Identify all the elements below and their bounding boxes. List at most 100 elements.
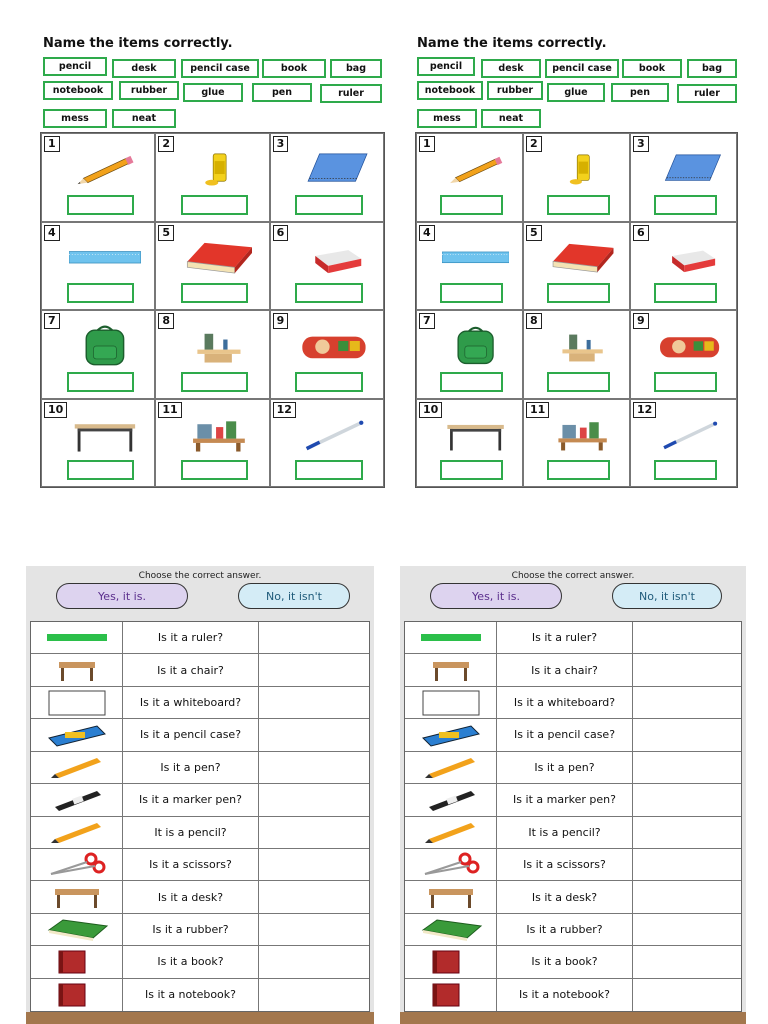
pencil-icon (405, 751, 497, 784)
answer-box[interactable] (66, 194, 135, 215)
answer-box[interactable] (181, 460, 249, 480)
no-answer-pill[interactable]: No, it isn't (612, 583, 722, 609)
question-cell: Is it a marker pen? (123, 784, 259, 816)
answer-box[interactable] (66, 460, 135, 480)
item-number: 2 (526, 136, 542, 152)
quiz-worksheet-left: Choose the correct answer. Yes, it is. N… (26, 566, 374, 1024)
table-row: Is it a pen? (31, 751, 369, 785)
question-text: Is it a notebook? (144, 988, 236, 1002)
answer-box[interactable] (654, 283, 718, 303)
word-box: ruler (320, 84, 382, 103)
answer-cell[interactable] (259, 946, 369, 977)
answer-cell[interactable] (633, 817, 741, 848)
grid-cell: 5 (155, 221, 270, 310)
answer-box[interactable] (547, 194, 611, 215)
answer-cell[interactable] (259, 654, 369, 685)
question-table: Is it a ruler? Is it a chair? Is it a wh… (404, 621, 742, 1012)
question-cell: Is it a ruler? (497, 622, 633, 654)
word-box: rubber (119, 81, 179, 100)
question-text: Is it a rubber? (526, 922, 603, 936)
answer-cell[interactable] (633, 719, 741, 750)
answer-cell[interactable] (633, 622, 741, 653)
answer-box[interactable] (66, 283, 135, 303)
grid-cell: 6 (630, 221, 737, 310)
item-number: 2 (158, 136, 174, 152)
item-number: 4 (419, 224, 435, 241)
table-row: Is it a rubber? (405, 913, 741, 947)
messy-desk-icon (183, 409, 255, 461)
answer-box[interactable] (440, 371, 504, 392)
pencil-icon (405, 816, 497, 848)
item-number: 9 (633, 313, 649, 329)
answer-cell[interactable] (259, 817, 369, 848)
table-row: Is it a whiteboard? (31, 686, 369, 720)
answer-box[interactable] (295, 371, 363, 392)
item-number: 11 (526, 401, 550, 418)
answer-box[interactable] (295, 194, 363, 215)
answer-box[interactable] (181, 194, 249, 215)
answer-cell[interactable] (259, 784, 369, 815)
question-cell: Is it a desk? (123, 881, 259, 913)
pencil-case-icon (31, 719, 123, 751)
answer-box[interactable] (66, 371, 135, 392)
answer-box[interactable] (547, 460, 611, 480)
answer-cell[interactable] (633, 687, 741, 718)
answer-box[interactable] (181, 283, 249, 303)
answer-box[interactable] (295, 283, 363, 303)
table-row: Is it a whiteboard? (405, 686, 741, 720)
answer-cell[interactable] (259, 914, 369, 945)
table-row: Is it a marker pen? (405, 784, 741, 817)
answer-box[interactable] (654, 194, 718, 215)
notebook-icon (298, 143, 370, 195)
item-number: 12 (633, 401, 657, 418)
item-number: 8 (158, 313, 174, 329)
item-number: 9 (272, 313, 289, 329)
grid-cell: 1 (416, 133, 523, 222)
answer-cell[interactable] (633, 946, 741, 977)
answer-box[interactable] (654, 371, 718, 392)
question-cell: Is it a pencil case? (123, 719, 259, 751)
item-number: 6 (633, 224, 649, 241)
answer-cell[interactable] (633, 914, 741, 945)
answer-box[interactable] (440, 283, 504, 303)
answer-cell[interactable] (633, 752, 741, 783)
answer-box[interactable] (547, 371, 611, 392)
ruler-icon (68, 232, 142, 284)
whiteboard-icon (31, 686, 123, 719)
answer-cell[interactable] (633, 881, 741, 912)
marker-icon (405, 784, 497, 816)
answer-box[interactable] (440, 194, 504, 215)
word-box: pen (611, 83, 669, 102)
item-number: 6 (272, 224, 289, 241)
no-answer-pill[interactable]: No, it isn't (238, 583, 350, 609)
answer-cell[interactable] (259, 881, 369, 912)
table-row: Is it a chair? (405, 654, 741, 687)
pencil-icon (31, 816, 123, 848)
answer-cell[interactable] (259, 849, 369, 880)
answer-cell[interactable] (259, 687, 369, 718)
answer-cell[interactable] (259, 979, 369, 1011)
answer-cell[interactable] (259, 752, 369, 783)
answer-cell[interactable] (633, 784, 741, 815)
grid-cell: 12 (630, 398, 737, 487)
answer-cell[interactable] (633, 979, 741, 1011)
yes-answer-pill[interactable]: Yes, it is. (430, 583, 562, 609)
question-text: Is it a rubber? (152, 922, 229, 936)
question-cell: Is it a pen? (497, 751, 633, 784)
answer-box[interactable] (181, 371, 249, 392)
answer-box[interactable] (547, 283, 611, 303)
question-cell: Is it a whiteboard? (497, 686, 633, 719)
answer-cell[interactable] (633, 849, 741, 880)
answer-cell[interactable] (259, 719, 369, 750)
pencil-icon (442, 143, 509, 195)
answer-box[interactable] (440, 460, 504, 480)
question-cell: Is it a whiteboard? (123, 686, 259, 719)
answer-cell[interactable] (633, 654, 741, 685)
question-text: Is it a book? (157, 955, 224, 969)
answer-box[interactable] (295, 460, 363, 480)
answer-cell[interactable] (259, 622, 369, 653)
answer-box[interactable] (654, 460, 718, 480)
grid-cell: 2 (523, 133, 630, 222)
table-icon (405, 881, 497, 913)
yes-answer-pill[interactable]: Yes, it is. (56, 583, 188, 609)
